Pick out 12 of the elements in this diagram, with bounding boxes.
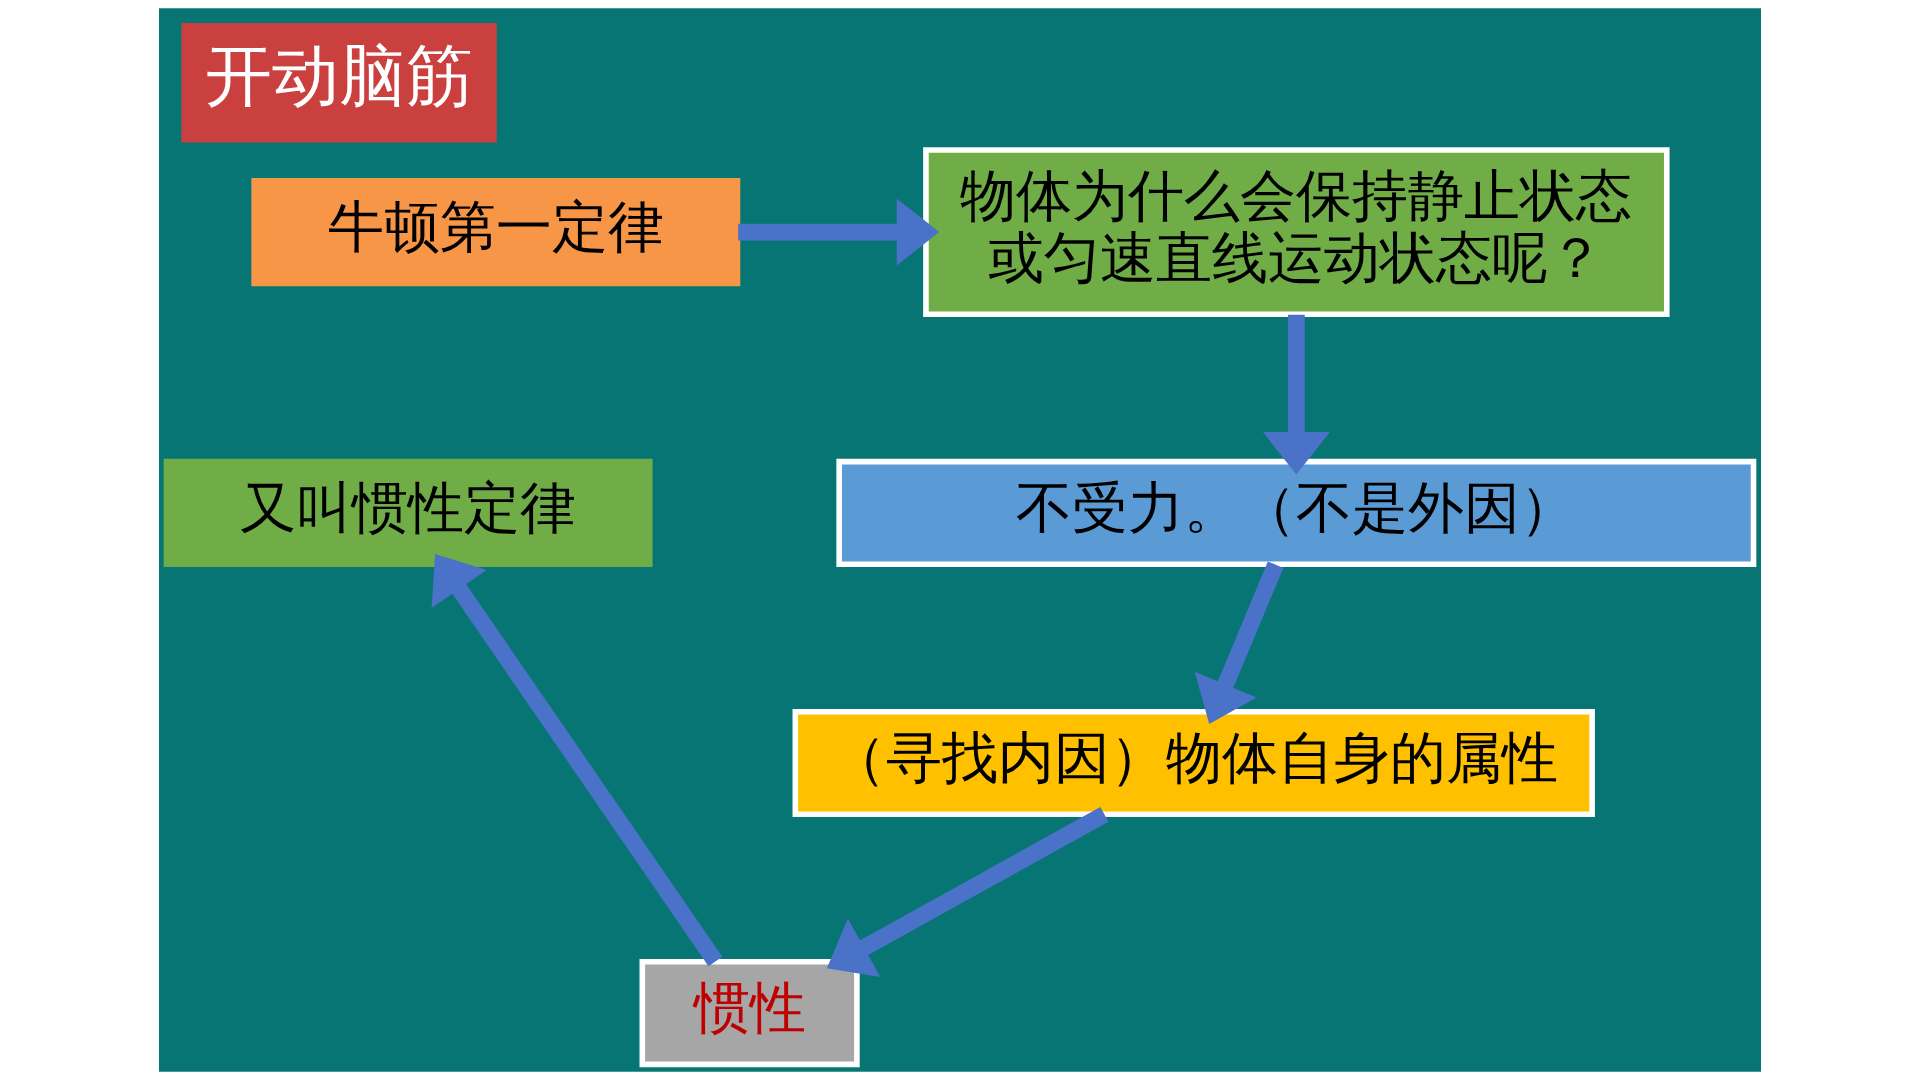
arrow bbox=[826, 807, 1109, 977]
node-box: 惯性 bbox=[639, 958, 860, 1068]
node-box: 不受力。（不是外因） bbox=[836, 458, 1757, 568]
node-box: （寻找内因）物体自身的属性 bbox=[792, 708, 1595, 818]
node-box: 又叫惯性定律 bbox=[163, 458, 653, 568]
diagram-title: 开动脑筋 bbox=[204, 37, 473, 116]
arrow bbox=[431, 553, 723, 967]
node-box: 牛顿第一定律 bbox=[251, 178, 741, 287]
node-box: 物体为什么会保持静止状态或匀速直线运动状态呢？ bbox=[923, 147, 1670, 317]
arrow bbox=[738, 198, 940, 266]
arrow bbox=[1194, 561, 1284, 724]
arrow bbox=[1262, 314, 1330, 475]
